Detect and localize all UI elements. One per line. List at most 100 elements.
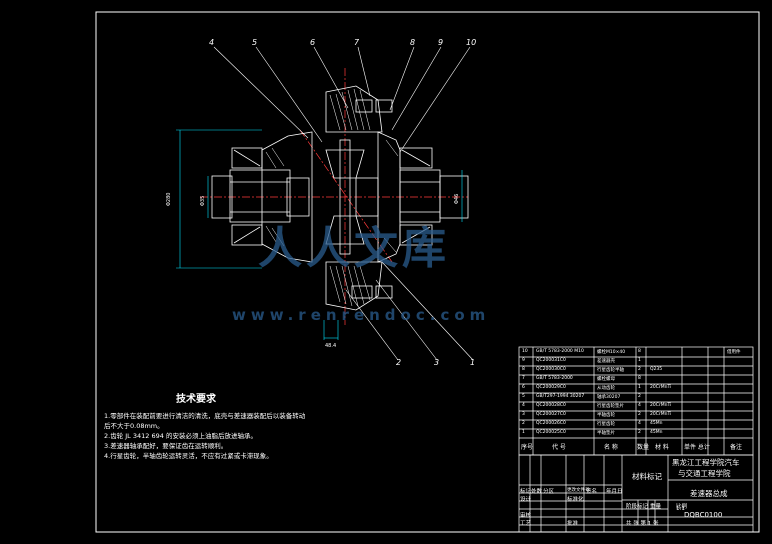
tb-label: 批准 bbox=[567, 521, 579, 527]
balloon-3: 3 bbox=[434, 358, 440, 367]
svg-text:48.4: 48.4 bbox=[325, 343, 336, 349]
parts-cell-qty: 2 bbox=[638, 412, 641, 417]
tb-label: 更改文件号 bbox=[567, 488, 590, 493]
tb-label: 设计 bbox=[520, 497, 532, 503]
watermark-url: www.renrendoc.com bbox=[232, 306, 491, 324]
parts-header-code: 代 号 bbox=[552, 444, 566, 451]
tech-req-line: 4.行星齿轮，半轴齿轮运转灵活，不应有过紧或卡滞现象。 bbox=[104, 452, 273, 460]
parts-list-grid bbox=[518, 346, 754, 456]
scale-value: 1:1 bbox=[676, 506, 685, 512]
parts-cell-qty: 2 bbox=[638, 367, 641, 372]
sheet-count: 共 张 第 1 张 bbox=[626, 521, 659, 527]
parts-cell-qty: 1 bbox=[638, 358, 641, 363]
tech-req-line: 1.零部件在装配前要进行清洁的清洗，底壳与差速器装配后以装备转动 bbox=[104, 412, 306, 420]
leader-lines bbox=[213, 46, 474, 361]
differential-assembly bbox=[211, 85, 469, 311]
parts-cell-no: 3 bbox=[522, 412, 525, 417]
tb-label: 分区 bbox=[543, 489, 555, 495]
parts-cell-qty: 1 bbox=[638, 385, 641, 390]
parts-cell-name: 螺栓螺母 bbox=[597, 377, 615, 382]
material-mark: 材料标记 bbox=[632, 472, 662, 481]
tb-label: 阶段标记 bbox=[626, 504, 649, 510]
tb-label: 比例 bbox=[676, 504, 688, 510]
parts-cell-code: QC200029C0 bbox=[536, 385, 566, 390]
parts-cell-name: 差速器壳 bbox=[597, 359, 615, 364]
drawing-number: DQBC0100 bbox=[684, 511, 723, 519]
parts-cell-code: QC200026C0 bbox=[536, 421, 566, 426]
tech-req-line: 2.齿轮 JL 3412 694 的安装必须上油脂后放进轴承。 bbox=[104, 432, 257, 440]
school-name: 黑龙江工程学院汽车 bbox=[672, 458, 740, 467]
parts-cell-name: 行星齿轮垫片 bbox=[597, 404, 624, 409]
tech-req-line: 3.差速器轴承配好，要保证齿在运转顺利。 bbox=[104, 442, 228, 450]
balloon-7: 7 bbox=[354, 38, 360, 47]
school-name-2: 与交通工程学院 bbox=[678, 469, 731, 478]
parts-cell-note: 借用件 bbox=[727, 350, 741, 355]
parts-cell-no: 6 bbox=[522, 385, 525, 390]
parts-cell-qty: 8 bbox=[638, 349, 641, 354]
tb-label: 标准化 bbox=[567, 497, 584, 503]
drawing-border bbox=[95, 11, 760, 533]
parts-cell-code: GB/T 5783-2000 M10 bbox=[536, 349, 584, 354]
technical-requirements: 技术要求 1.零部件在装配前要进行清洁的清洗，底壳与差速器装配后以装备转动 后不… bbox=[104, 390, 334, 461]
balloon-5: 5 bbox=[252, 38, 258, 47]
parts-cell-mat: Q235 bbox=[650, 367, 663, 372]
parts-cell-mat: 45Mn bbox=[650, 421, 663, 426]
parts-cell-no: 9 bbox=[522, 358, 525, 363]
parts-header-no: 序号 bbox=[521, 444, 534, 451]
parts-cell-name: 半轴齿轮 bbox=[597, 413, 615, 418]
balloon-8: 8 bbox=[410, 38, 416, 47]
tb-label: 工艺 bbox=[520, 521, 532, 527]
watermark-logo: 人人文库 bbox=[258, 223, 450, 274]
drawing-name: 差速器总成 bbox=[690, 489, 728, 498]
parts-header-unit: 单件 总计 bbox=[684, 444, 710, 451]
parts-cell-code: QC200027C0 bbox=[536, 412, 566, 417]
tb-label: 签名 bbox=[586, 489, 598, 495]
tb-label: 标记 bbox=[520, 489, 532, 495]
balloon-2: 2 bbox=[396, 358, 402, 367]
parts-cell-name: 行星齿轮半轴 bbox=[597, 368, 624, 373]
parts-cell-code: QC200031C0 bbox=[536, 358, 566, 363]
parts-cell-mat: 45Mn bbox=[650, 430, 663, 435]
parts-cell-qty: 4 bbox=[638, 421, 641, 426]
svg-text:Φ35: Φ35 bbox=[200, 196, 206, 206]
parts-cell-name: 半轴垫片 bbox=[597, 431, 615, 436]
tech-req-line: 后不大于0.08mm。 bbox=[104, 422, 164, 430]
parts-cell-no: 2 bbox=[522, 421, 525, 426]
parts-cell-qty: 2 bbox=[638, 430, 641, 435]
parts-cell-name: 从动齿轮 bbox=[597, 386, 615, 391]
parts-cell-code: QC200030C0 bbox=[536, 367, 566, 372]
parts-cell-no: 10 bbox=[522, 349, 528, 354]
parts-cell-mat: 20CrMnTi bbox=[650, 385, 672, 390]
parts-cell-code: GB/T 5783-2000 bbox=[536, 376, 573, 381]
balloon-9: 9 bbox=[438, 38, 444, 47]
svg-text:Φ280: Φ280 bbox=[166, 193, 172, 206]
dimensions bbox=[176, 129, 463, 340]
parts-cell-qty: 4 bbox=[638, 403, 641, 408]
parts-cell-no: 7 bbox=[522, 376, 525, 381]
parts-header-note: 备注 bbox=[730, 444, 743, 451]
balloon-4: 4 bbox=[209, 38, 215, 47]
parts-cell-no: 1 bbox=[522, 430, 525, 435]
balloon-6: 6 bbox=[310, 38, 316, 47]
parts-header-qty: 数量 bbox=[637, 444, 650, 451]
parts-cell-qty: 8 bbox=[638, 376, 641, 381]
tech-req-title: 技术要求 bbox=[176, 394, 216, 405]
svg-text:Φ46: Φ46 bbox=[454, 194, 460, 204]
balloon-10: 10 bbox=[466, 38, 477, 47]
tb-label: 重量 bbox=[650, 504, 662, 510]
section-hatching bbox=[265, 88, 399, 307]
parts-cell-no: 5 bbox=[522, 394, 525, 399]
parts-cell-mat: 20CrMnTi bbox=[650, 412, 672, 417]
parts-cell-name: 行星齿轮 bbox=[597, 422, 615, 427]
parts-cell-qty: 2 bbox=[638, 394, 641, 399]
dimension-text: Φ280 Φ35 Φ46 48.4 bbox=[166, 193, 460, 349]
tb-label: 年月日 bbox=[606, 489, 623, 495]
parts-cell-no: 4 bbox=[522, 403, 525, 408]
parts-cell-code: QC200025C0 bbox=[536, 430, 566, 435]
parts-header-mat: 材 料 bbox=[655, 444, 669, 451]
tb-label: 审核 bbox=[520, 513, 532, 519]
parts-cell-name: 轴承30207 bbox=[597, 395, 621, 400]
parts-header-name: 名 称 bbox=[604, 444, 618, 451]
balloon-1: 1 bbox=[470, 358, 476, 367]
